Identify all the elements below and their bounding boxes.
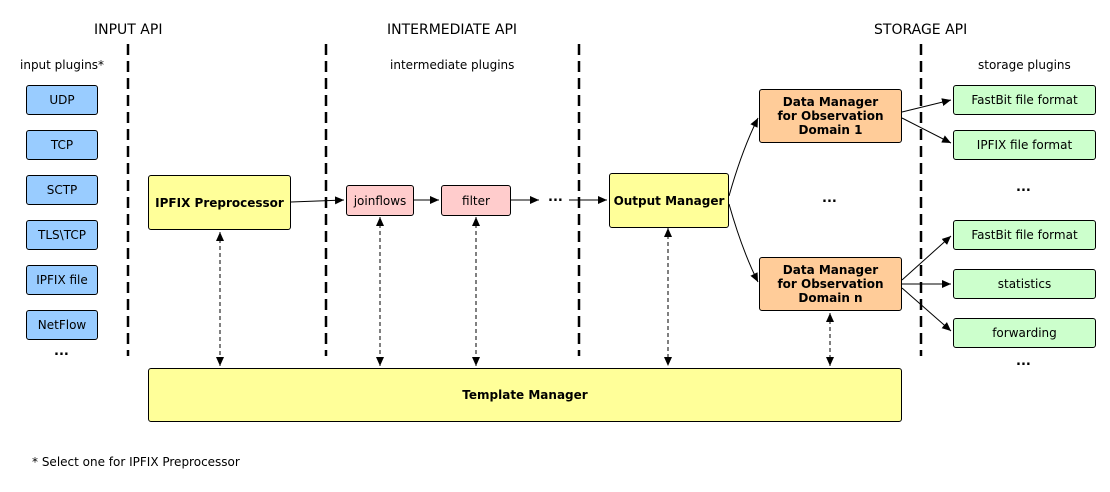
data-manager-domain-n: Data Manager for Observation Domain n	[759, 257, 902, 311]
data-manager-ellipsis: ...	[822, 191, 837, 206]
intermediate-plugin-filter: filter	[441, 185, 511, 216]
intermediate-plugin-joinflows: joinflows	[346, 185, 414, 216]
heading-storage-api: STORAGE API	[874, 22, 968, 38]
storage-plugin-forwarding: forwarding	[953, 318, 1096, 348]
storage-plugins-ellipsis-1: ...	[1016, 180, 1031, 195]
arrow-preprocessor-joinflows	[290, 196, 345, 205]
input-plugin-tls-tcp: TLS\TCP	[26, 220, 98, 250]
arrow-output-dm1	[728, 117, 759, 197]
template-manager: Template Manager	[148, 368, 902, 422]
heading-input-api: INPUT API	[94, 22, 163, 38]
input-plugins-ellipsis: ...	[54, 344, 69, 359]
output-manager: Output Manager	[609, 173, 729, 228]
storage-plugin-statistics: statistics	[953, 269, 1096, 299]
arrow-dmn-forwarding	[901, 287, 952, 332]
arrow-dm1-ipfix	[901, 117, 952, 144]
ipfix-preprocessor: IPFIX Preprocessor	[148, 175, 291, 230]
intermediate-ellipsis: ...	[548, 190, 563, 205]
data-manager-domain-1: Data Manager for Observation Domain 1	[759, 89, 902, 143]
input-plugin-ipfix-file: IPFIX file	[26, 265, 98, 295]
arrow-dmn-fastbit	[901, 235, 952, 281]
input-plugin-sctp: SCTP	[26, 175, 98, 205]
storage-plugin-ipfix-file: IPFIX file format	[953, 130, 1096, 160]
heading-intermediate-api: INTERMEDIATE API	[387, 22, 518, 38]
subheading-intermediate-plugins: intermediate plugins	[390, 58, 515, 72]
subheading-storage-plugins: storage plugins	[978, 58, 1071, 72]
storage-plugin-fastbit-n: FastBit file format	[953, 220, 1096, 250]
storage-plugins-ellipsis-2: ...	[1016, 354, 1031, 369]
input-plugin-udp: UDP	[26, 85, 98, 115]
footnote: * Select one for IPFIX Preprocessor	[32, 455, 240, 469]
arrow-output-dmn	[728, 203, 759, 283]
input-plugin-tcp: TCP	[26, 130, 98, 160]
subheading-input-plugins: input plugins*	[20, 58, 105, 72]
input-plugin-netflow: NetFlow	[26, 310, 98, 340]
storage-plugin-fastbit-1: FastBit file format	[953, 85, 1096, 115]
arrow-dm1-fastbit	[901, 98, 952, 113]
